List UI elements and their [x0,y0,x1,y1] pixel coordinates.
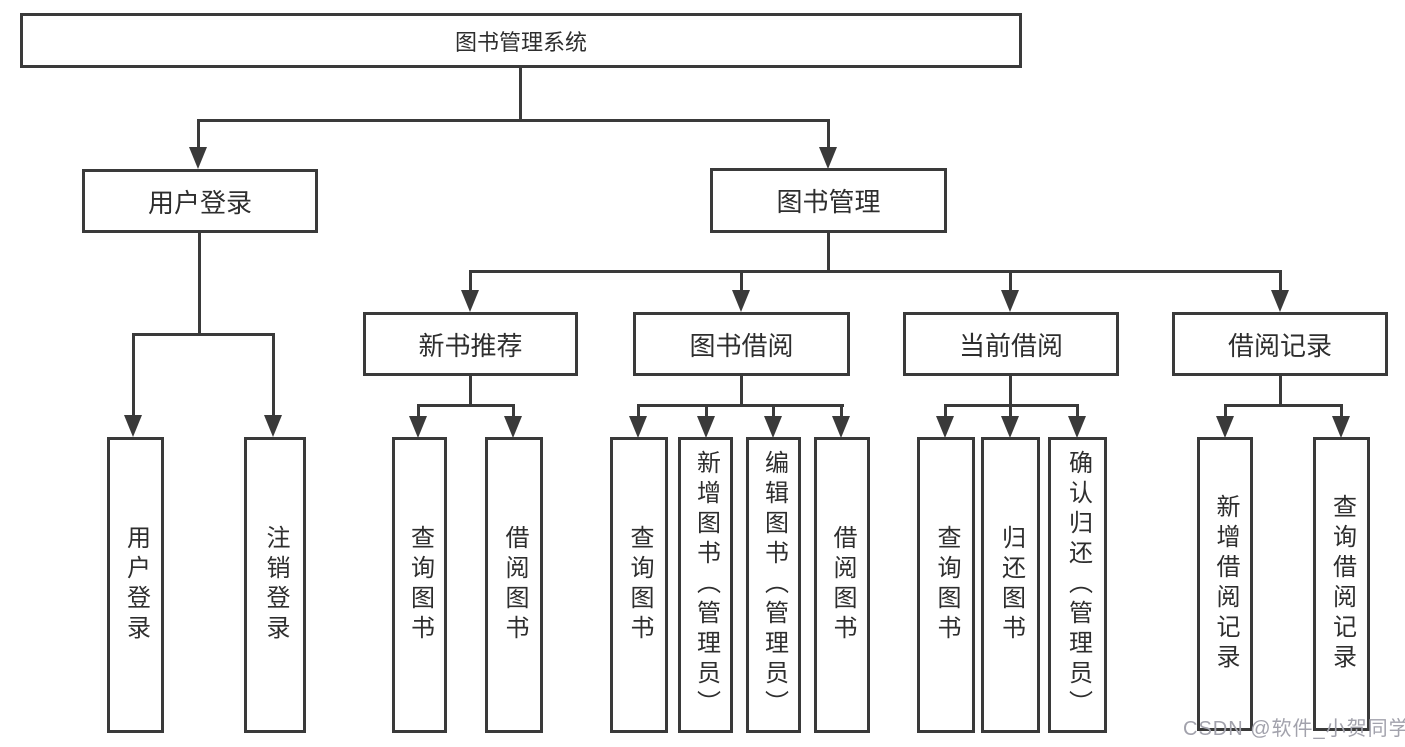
leaf-borrow-borrow-books-label: 借阅图书 [829,525,856,645]
connector-book-borrow-arrow3-stem [772,404,775,420]
leaf-logout: 注销登录 [244,437,306,733]
leaf-borrow-query-books: 查询图书 [610,437,668,733]
leaf-borrow-edit-books-admin: 编辑图书（管理员） [746,437,801,733]
arrowhead-down-icon [124,415,142,437]
connector-current-borrow-stem [1009,376,1012,407]
connector-borrow-records-arrow1-stem [1224,404,1227,420]
leaf-borrow-add-books-admin: 新增图书（管理员） [678,437,733,733]
arrowhead-down-icon [936,416,954,438]
node-user-login-label: 用户登录 [147,187,252,218]
node-book-management: 图书管理 [710,168,947,233]
arrowhead-down-icon [461,290,479,312]
leaf-logout-label: 注销登录 [262,525,289,645]
connector-borrow-records-branch [1224,404,1343,407]
connector-book-borrow-arrow2-stem [705,404,708,420]
connector-l1-left-stem [197,119,200,151]
leaf-current-confirm-return-admin-label: 确认归还（管理员） [1064,450,1092,720]
connector-current-borrow-arrow3-stem [1076,404,1079,420]
arrowhead-down-icon [697,416,715,438]
leaf-borrow-add-books-admin-label: 新增图书（管理员） [692,450,720,720]
leaf-borrow-edit-books-admin-label: 编辑图书（管理员） [760,450,788,720]
connector-user-login-branch [132,333,275,336]
node-borrow-records: 借阅记录 [1172,312,1388,376]
node-root-label: 图书管理系统 [454,29,587,55]
watermark-text: CSDN @软件_小贺同学 [1183,718,1405,740]
arrowhead-down-icon [1332,416,1350,438]
connector-borrow-records-arrow2-stem [1340,404,1343,420]
arrowhead-down-icon [732,290,750,312]
leaf-records-add-record: 新增借阅记录 [1197,437,1253,731]
arrowhead-down-icon [832,416,850,438]
arrowhead-down-icon [1271,290,1289,312]
connector-l1-right-stem [827,119,830,151]
arrowhead-down-icon [504,416,522,438]
connector-user-login-stem [198,233,201,336]
node-borrow-records-label: 借阅记录 [1227,330,1332,361]
node-current-borrow-label: 当前借阅 [958,330,1063,361]
connector-l1-branch [197,119,830,122]
connector-book-borrow-stem [740,376,743,407]
leaf-records-query-record-label: 查询借阅记录 [1328,494,1356,674]
connector-l2-stem-4 [1279,270,1282,294]
arrowhead-down-icon [764,416,782,438]
connector-user-login-arrow1-stem [132,333,135,418]
connector-root-stem [519,67,522,121]
connector-current-borrow-arrow2-stem [1009,404,1012,420]
connector-l2-stem-2 [740,270,743,294]
leaf-user-login-label: 用户登录 [122,525,150,645]
leaf-newrec-query-books-label: 查询图书 [406,525,434,645]
connector-book-borrow-arrow1-stem [637,404,640,420]
node-book-borrow: 图书借阅 [633,312,850,376]
connector-new-book-branch [417,404,515,407]
connector-current-borrow-arrow1-stem [944,404,947,420]
connector-l2-branch [469,270,1282,273]
arrowhead-down-icon [409,416,427,438]
leaf-user-login: 用户登录 [107,437,164,733]
leaf-borrow-borrow-books: 借阅图书 [814,437,870,733]
leaf-newrec-query-books: 查询图书 [392,437,447,733]
arrowhead-down-icon [189,147,207,169]
arrowhead-down-icon [1001,416,1019,438]
leaf-current-confirm-return-admin: 确认归还（管理员） [1048,437,1107,733]
node-new-book-recommend-label: 新书推荐 [418,330,523,361]
arrowhead-down-icon [1068,416,1086,438]
node-current-borrow: 当前借阅 [903,312,1119,376]
leaf-current-return-books: 归还图书 [981,437,1040,733]
node-user-login: 用户登录 [82,169,318,233]
leaf-current-return-books-label: 归还图书 [997,525,1025,645]
leaf-newrec-borrow-books: 借阅图书 [485,437,543,733]
leaf-newrec-borrow-books-label: 借阅图书 [501,525,528,645]
connector-l2-stem-1 [469,270,472,294]
node-root: 图书管理系统 [20,13,1022,68]
leaf-records-add-record-label: 新增借阅记录 [1212,494,1239,674]
connector-user-login-arrow2-stem [272,333,275,418]
arrowhead-down-icon [1216,416,1234,438]
connector-new-book-arrow2-stem [512,404,515,420]
leaf-current-query-books: 查询图书 [917,437,975,733]
connector-new-book-stem [469,376,472,407]
connector-book-management-stem [827,233,830,273]
node-book-borrow-label: 图书借阅 [689,330,794,361]
arrowhead-down-icon [264,415,282,437]
leaf-borrow-query-books-label: 查询图书 [626,525,653,645]
leaf-records-query-record: 查询借阅记录 [1313,437,1370,731]
connector-book-borrow-arrow4-stem [840,404,843,420]
arrowhead-down-icon [819,147,837,169]
connector-l2-stem-3 [1009,270,1012,294]
arrowhead-down-icon [629,416,647,438]
node-new-book-recommend: 新书推荐 [363,312,578,376]
connector-book-borrow-branch [638,404,844,407]
connector-new-book-arrow1-stem [417,404,420,420]
connector-borrow-records-stem [1279,376,1282,407]
node-book-management-label: 图书管理 [776,187,881,217]
leaf-current-query-books-label: 查询图书 [933,525,960,645]
arrowhead-down-icon [1001,290,1019,312]
